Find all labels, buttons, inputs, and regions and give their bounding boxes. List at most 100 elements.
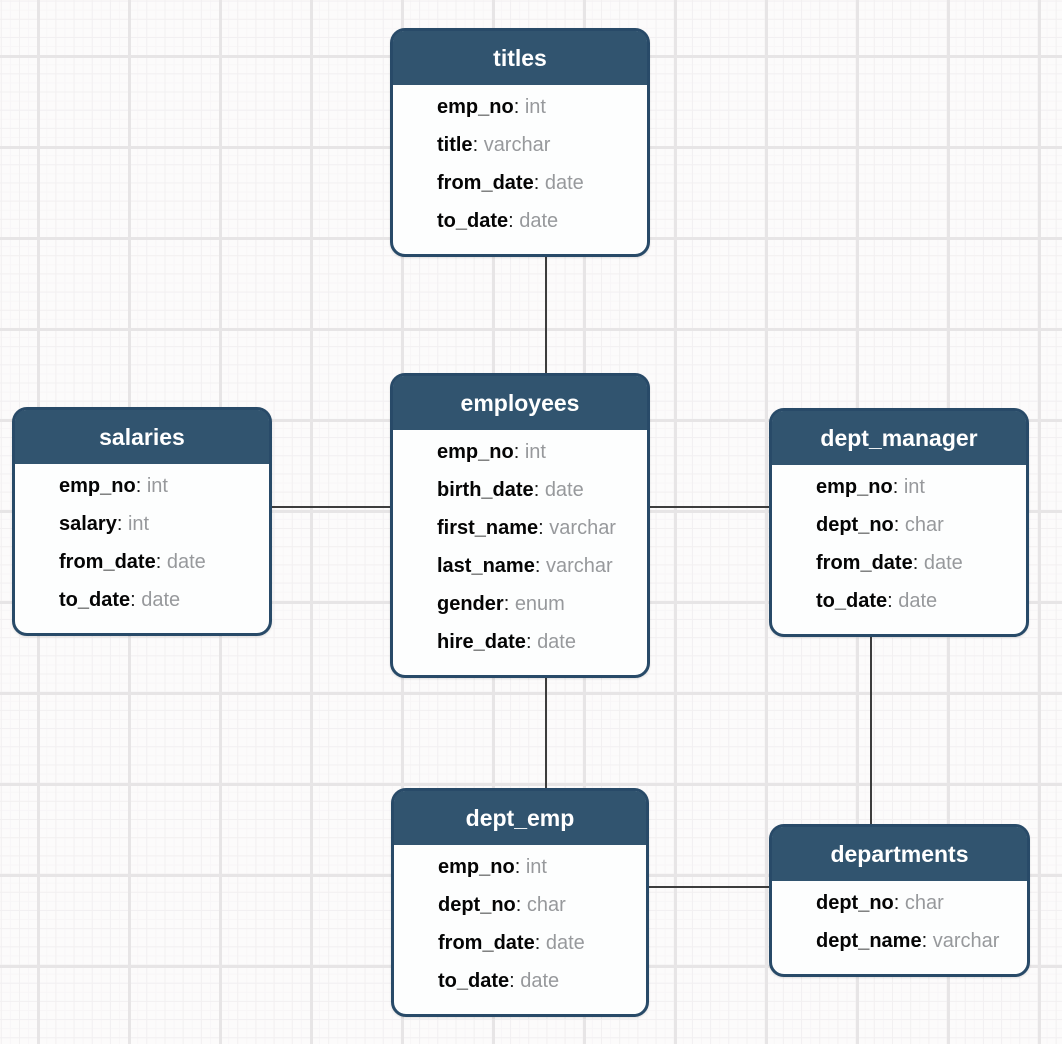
field-colon: :: [155, 551, 162, 573]
field-colon: :: [116, 513, 123, 535]
field-row-dept_manager-from_date: from_date: date: [816, 544, 1018, 582]
field-row-employees-last_name: last_name: varchar: [437, 547, 639, 585]
field-name: dept_name: [816, 930, 922, 952]
field-name: to_date: [816, 590, 888, 612]
field-colon: :: [509, 970, 515, 992]
field-row-dept_emp-emp_no: emp_no: int: [438, 848, 638, 886]
field-name: last_name: [437, 555, 535, 577]
field-type: date: [537, 631, 576, 653]
field-colon: :: [534, 555, 541, 577]
field-name: title: [437, 134, 473, 156]
field-row-salaries-salary: salary: int: [59, 505, 261, 543]
field-name: birth_date: [437, 479, 534, 501]
field-name: emp_no: [59, 475, 136, 497]
field-row-departments-dept_no: dept_no: char: [816, 884, 1019, 922]
table-title-dept_emp: dept_emp: [394, 791, 646, 845]
field-row-dept_manager-dept_no: dept_no: char: [816, 506, 1018, 544]
field-name: dept_no: [438, 894, 516, 916]
field-type: int: [524, 441, 546, 463]
field-type: date: [166, 551, 206, 573]
field-name: emp_no: [437, 441, 514, 463]
field-colon: :: [533, 479, 540, 501]
field-type: int: [903, 476, 925, 498]
field-colon: :: [472, 134, 479, 156]
connector-employees-dept_manager: [646, 506, 773, 508]
field-colon: :: [135, 475, 142, 497]
field-name: from_date: [816, 552, 913, 574]
field-type: char: [526, 894, 566, 916]
field-row-salaries-from_date: from_date: date: [59, 543, 261, 581]
field-colon: :: [513, 96, 520, 118]
table-title-employees: employees: [393, 376, 647, 430]
field-name: to_date: [438, 970, 510, 992]
field-type: date: [545, 932, 585, 954]
field-row-dept_emp-to_date: to_date: date: [438, 962, 638, 1000]
field-row-titles-from_date: from_date: date: [437, 164, 639, 202]
connector-salaries-employees: [266, 506, 394, 508]
field-colon: :: [130, 589, 136, 611]
field-name: first_name: [437, 517, 539, 539]
table-title-departments: departments: [772, 827, 1027, 881]
field-type: char: [904, 514, 944, 536]
field-name: emp_no: [816, 476, 893, 498]
field-name: from_date: [59, 551, 156, 573]
field-type: int: [146, 475, 168, 497]
field-type: varchar: [545, 555, 613, 577]
field-name: from_date: [438, 932, 535, 954]
field-type: date: [520, 970, 560, 992]
field-colon: :: [892, 476, 899, 498]
field-name: dept_no: [816, 892, 894, 914]
field-type: date: [544, 172, 584, 194]
field-type: char: [904, 892, 944, 914]
field-row-salaries-emp_no: emp_no: int: [59, 467, 261, 505]
field-colon: :: [893, 514, 900, 536]
field-row-employees-hire_date: hire_date: date: [437, 623, 639, 661]
table-title-salaries: salaries: [15, 410, 269, 464]
field-name: emp_no: [438, 856, 515, 878]
field-name: emp_no: [437, 96, 514, 118]
field-row-dept_emp-from_date: from_date: date: [438, 924, 638, 962]
field-type: varchar: [549, 517, 616, 539]
field-name: to_date: [437, 210, 509, 232]
field-colon: :: [921, 930, 928, 952]
field-type: date: [544, 479, 584, 501]
field-name: gender: [437, 593, 504, 615]
connector-dept_manager-departments: [870, 635, 872, 828]
field-name: hire_date: [437, 631, 526, 653]
field-row-titles-title: title: varchar: [437, 126, 639, 164]
field-row-employees-gender: gender: enum: [437, 585, 639, 623]
field-name: dept_no: [816, 514, 894, 536]
field-type: date: [923, 552, 963, 574]
field-colon: :: [515, 894, 522, 916]
field-type: int: [525, 856, 547, 878]
field-colon: :: [534, 932, 541, 954]
field-type: date: [898, 590, 938, 612]
field-colon: :: [525, 631, 532, 653]
field-type: date: [141, 589, 181, 611]
field-type: enum: [514, 593, 565, 615]
field-row-dept_manager-emp_no: emp_no: int: [816, 468, 1018, 506]
field-row-titles-emp_no: emp_no: int: [437, 88, 639, 126]
field-colon: :: [893, 892, 900, 914]
field-row-departments-dept_name: dept_name: varchar: [816, 922, 1019, 960]
field-row-salaries-to_date: to_date: date: [59, 581, 261, 619]
connector-employees-dept_emp: [545, 670, 547, 792]
field-name: salary: [59, 513, 117, 535]
field-type: date: [519, 210, 559, 232]
field-row-employees-birth_date: birth_date: date: [437, 471, 639, 509]
field-colon: :: [533, 172, 540, 194]
field-row-dept_emp-dept_no: dept_no: char: [438, 886, 638, 924]
field-colon: :: [513, 441, 520, 463]
field-colon: :: [508, 210, 514, 232]
field-colon: :: [538, 517, 544, 539]
